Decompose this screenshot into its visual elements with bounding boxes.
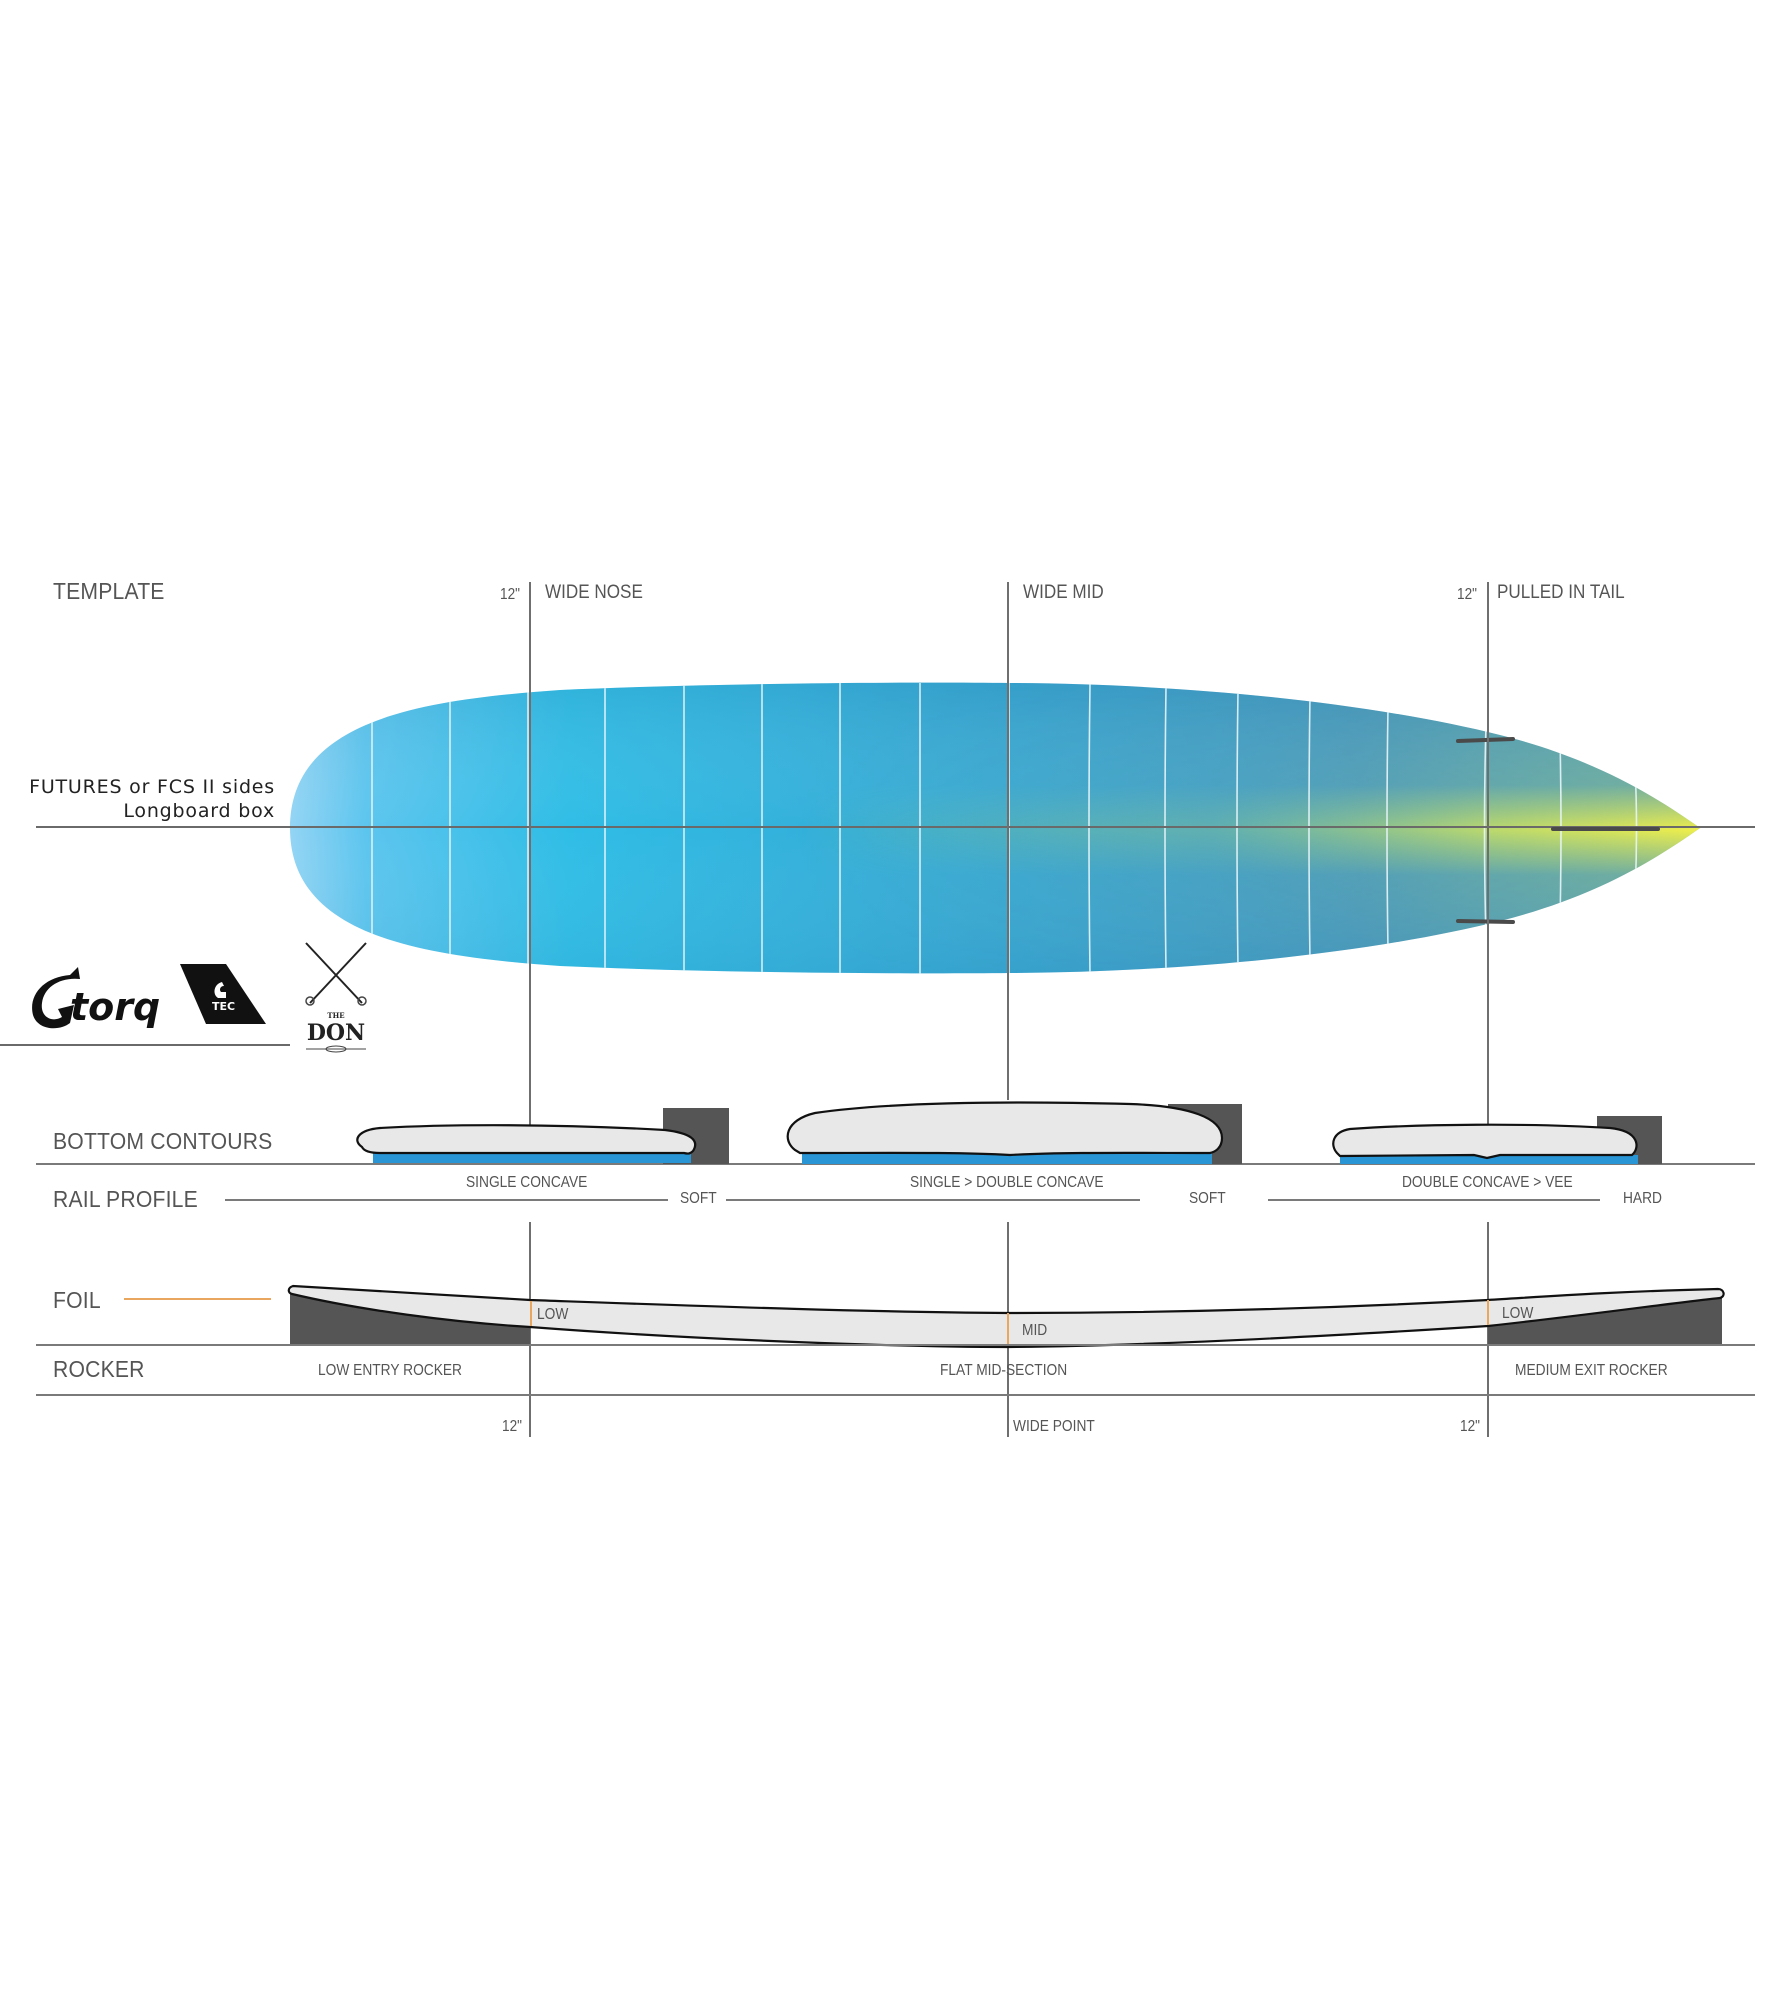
pulled-in-tail-label: PULLED IN TAIL xyxy=(1497,582,1625,603)
foil-point-tail: LOW xyxy=(1502,1305,1534,1322)
contour-label-nose: SINGLE CONCAVE xyxy=(466,1174,588,1191)
foil-point-nose: LOW xyxy=(537,1306,569,1323)
the-don-logo: THE DON xyxy=(296,935,376,1055)
tail-measure-label: 12" xyxy=(1457,586,1477,603)
template-section-label: TEMPLATE xyxy=(53,578,165,604)
contour-label-mid: SINGLE > DOUBLE CONCAVE xyxy=(910,1174,1104,1191)
bottom-measure-left: 12" xyxy=(502,1418,522,1435)
fin-setup-text: FUTURES or FCS II sides Longboard box xyxy=(20,775,275,823)
bottom-contour-nose xyxy=(356,1108,729,1164)
foil-rocker-shape xyxy=(287,1284,1725,1349)
torq-logo: torq xyxy=(30,965,180,1035)
rocker-section-label: ROCKER xyxy=(53,1356,145,1382)
rail-value-tail: HARD xyxy=(1623,1190,1662,1207)
surfboard-template xyxy=(290,682,1700,974)
svg-text:torq: torq xyxy=(70,985,160,1029)
wide-point-label: WIDE POINT xyxy=(1013,1418,1095,1435)
rail-value-mid: SOFT xyxy=(1189,1190,1226,1207)
fin-setup-line2: Longboard box xyxy=(123,800,275,822)
rocker-segment-entry: LOW ENTRY ROCKER xyxy=(318,1362,462,1379)
wide-mid-label: WIDE MID xyxy=(1023,582,1104,603)
rail-value-nose: SOFT xyxy=(680,1190,717,1207)
rail-profile-section-label: RAIL PROFILE xyxy=(53,1186,198,1212)
foil-section-label: FOIL xyxy=(53,1287,101,1313)
tec-logo: TEC xyxy=(178,962,268,1026)
bottom-contour-tail xyxy=(1332,1116,1662,1164)
rocker-segment-exit: MEDIUM EXIT ROCKER xyxy=(1515,1362,1668,1379)
svg-text:DON: DON xyxy=(307,1020,365,1046)
wide-nose-label: WIDE NOSE xyxy=(545,582,643,603)
bottom-contour-mid xyxy=(786,1101,1242,1164)
fin-setup-line1: FUTURES or FCS II sides xyxy=(29,776,275,798)
bottom-contours-section-label: BOTTOM CONTOURS xyxy=(53,1128,273,1154)
contour-label-tail: DOUBLE CONCAVE > VEE xyxy=(1402,1174,1573,1191)
fin-boxes xyxy=(1456,737,1660,924)
bottom-measure-right: 12" xyxy=(1460,1418,1480,1435)
rocker-segment-mid: FLAT MID-SECTION xyxy=(940,1362,1068,1379)
foil-point-mid: MID xyxy=(1022,1322,1048,1339)
svg-text:THE: THE xyxy=(327,1011,344,1020)
nose-measure-label: 12" xyxy=(500,586,520,603)
svg-text:TEC: TEC xyxy=(212,1000,235,1013)
